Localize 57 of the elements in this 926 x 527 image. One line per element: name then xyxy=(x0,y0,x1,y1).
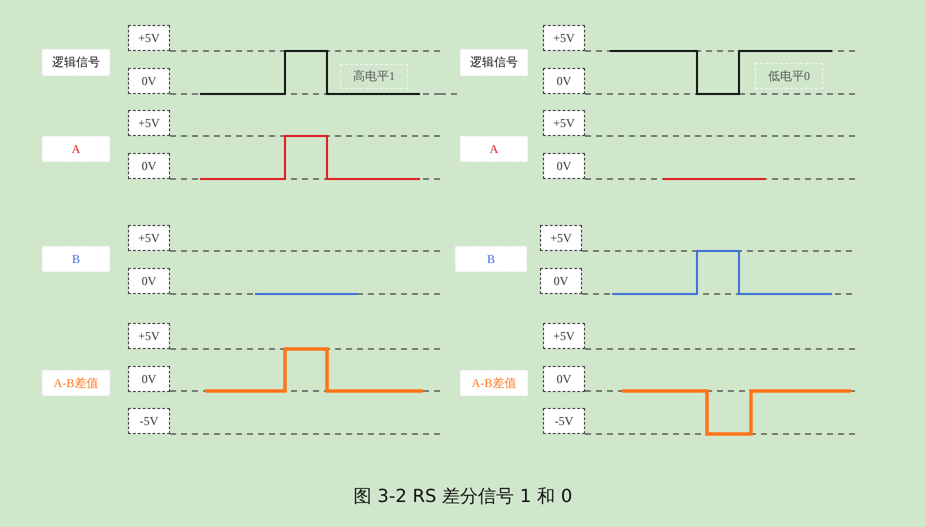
label-text: A xyxy=(490,142,498,156)
label-text: 0V xyxy=(556,158,572,174)
voltage-label-box xyxy=(128,408,170,434)
label-text: +5V xyxy=(553,328,575,344)
voltage-label-box xyxy=(128,323,170,349)
label-text: +5V xyxy=(138,328,160,344)
label-text: 0V xyxy=(142,158,156,174)
figure-caption: 图 3-2 RS 差分信号 1 和 0 xyxy=(352,485,574,508)
label-text: A-B差值 xyxy=(472,374,516,392)
voltage-label-box xyxy=(540,268,582,294)
label-text: 高电平1 xyxy=(353,68,395,85)
label-text: +5V xyxy=(138,116,160,130)
label-text: 0V xyxy=(554,274,568,288)
voltage-label-box xyxy=(128,268,170,294)
voltage-label-box xyxy=(128,68,170,94)
voltage-label-box xyxy=(543,68,585,94)
label-text: 0V xyxy=(556,74,572,88)
label-text: 逻辑信号 xyxy=(52,54,100,71)
label-text: 逻辑信号 xyxy=(470,54,518,71)
signal-label-box xyxy=(455,246,527,272)
note-box xyxy=(340,64,408,89)
voltage-label-box xyxy=(543,25,585,51)
label-text: A-B差值 xyxy=(54,374,98,392)
label-text: 0V xyxy=(556,372,572,386)
label-text: A xyxy=(72,142,80,156)
label-text: +5V xyxy=(553,30,575,46)
signal-label-box xyxy=(42,49,110,76)
voltage-label-box xyxy=(128,366,170,392)
label-text: +5V xyxy=(138,30,160,46)
signal-label-box xyxy=(42,246,110,272)
voltage-label-box xyxy=(543,408,585,434)
label-text: +5V xyxy=(550,230,572,246)
voltage-label-box xyxy=(128,25,170,51)
label-text: 0V xyxy=(142,74,156,88)
signal-label-box xyxy=(460,49,528,76)
signal-label-box xyxy=(460,370,528,396)
voltage-label-box xyxy=(543,366,585,392)
label-text: -5V xyxy=(554,414,574,428)
voltage-label-box xyxy=(128,153,170,179)
signal-label-box xyxy=(460,136,528,162)
label-text: B xyxy=(72,252,80,266)
label-text: +5V xyxy=(138,230,160,246)
signal-label-box xyxy=(42,136,110,162)
voltage-label-box xyxy=(128,110,170,136)
voltage-label-box xyxy=(540,225,582,251)
signal-label-box xyxy=(42,370,110,396)
voltage-label-box xyxy=(128,225,170,251)
label-text: 低电平0 xyxy=(768,68,810,84)
label-text: B xyxy=(486,252,495,266)
label-text: -5V xyxy=(140,414,158,428)
label-text: 0V xyxy=(142,372,156,386)
label-text: +5V xyxy=(553,116,575,130)
voltage-label-box xyxy=(543,110,585,136)
note-box xyxy=(755,63,823,89)
voltage-label-box xyxy=(543,323,585,349)
voltage-label-box xyxy=(543,153,585,179)
label-text: 0V xyxy=(142,274,156,288)
